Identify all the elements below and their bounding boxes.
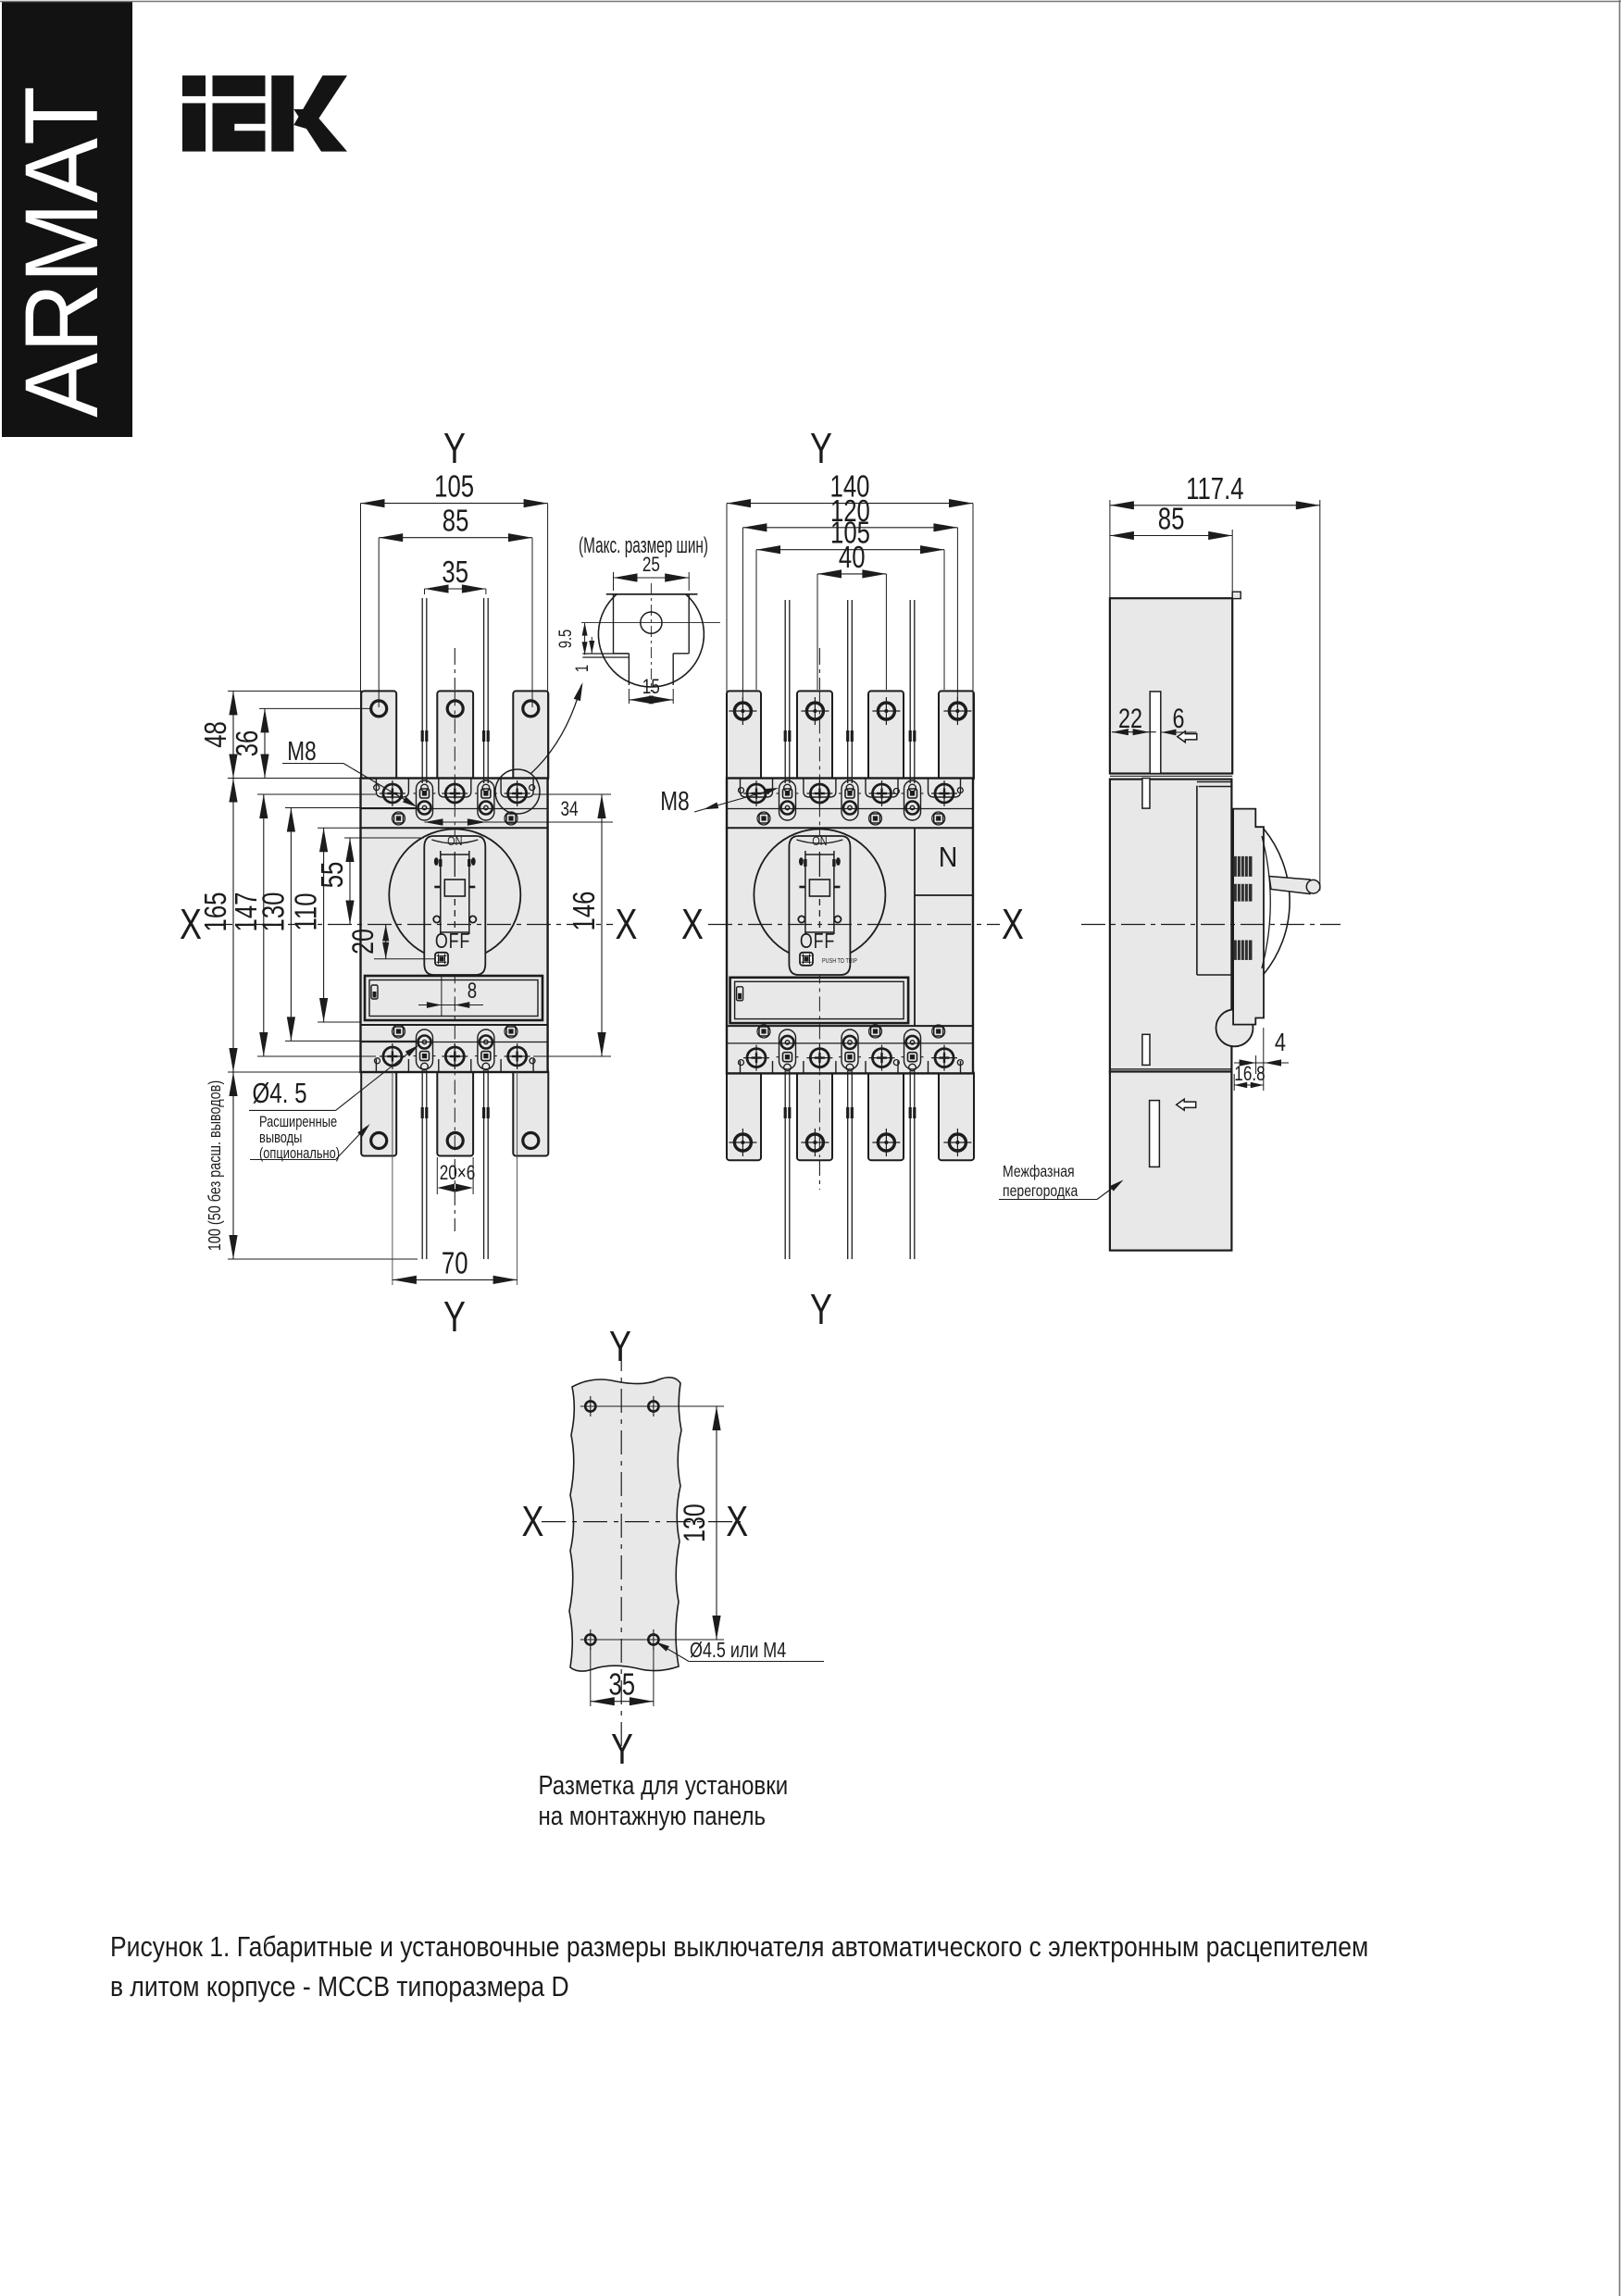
svg-text:N: N xyxy=(939,842,958,873)
svg-text:ON: ON xyxy=(812,834,827,849)
svg-text:6: 6 xyxy=(1172,703,1184,733)
svg-text:Межфазная: Межфазная xyxy=(1003,1162,1075,1180)
svg-text:8: 8 xyxy=(468,979,477,1004)
svg-text:Рисунок 1. Габаритные и устано: Рисунок 1. Габаритные и установочные раз… xyxy=(110,1931,1368,1963)
svg-text:36: 36 xyxy=(231,730,265,757)
svg-text:117.4: 117.4 xyxy=(1186,472,1243,506)
svg-text:48: 48 xyxy=(199,721,233,748)
svg-text:130: 130 xyxy=(256,892,291,932)
svg-text:X: X xyxy=(1002,901,1024,948)
svg-text:130: 130 xyxy=(679,1504,712,1542)
svg-text:Ø4. 5: Ø4. 5 xyxy=(252,1077,306,1109)
svg-text:120: 120 xyxy=(830,494,870,529)
svg-text:выводы: выводы xyxy=(259,1130,302,1147)
svg-text:100 (50 без расш. выводов): 100 (50 без расш. выводов) xyxy=(205,1080,224,1251)
svg-text:(Макс. размер шин): (Макс. размер шин) xyxy=(579,534,708,558)
svg-text:Y: Y xyxy=(443,425,466,472)
svg-text:в литом корпусе - MCCB типораз: в литом корпусе - MCCB типоразмера D xyxy=(110,1971,569,2003)
svg-text:перегородка: перегородка xyxy=(1003,1181,1078,1200)
svg-text:Y: Y xyxy=(810,425,832,472)
svg-text:25: 25 xyxy=(642,554,660,577)
svg-text:40: 40 xyxy=(839,541,866,575)
svg-text:35: 35 xyxy=(442,555,468,590)
svg-text:1: 1 xyxy=(572,665,592,672)
svg-text:Разметка для установки: Разметка для установки xyxy=(539,1770,789,1801)
svg-text:20: 20 xyxy=(347,929,380,955)
svg-text:20×6: 20×6 xyxy=(440,1162,476,1185)
svg-text:Y: Y xyxy=(609,1323,631,1370)
svg-text:70: 70 xyxy=(442,1246,468,1280)
svg-text:X: X xyxy=(180,901,202,948)
svg-text:140: 140 xyxy=(830,470,870,505)
svg-text:(опционально): (опционально) xyxy=(259,1146,340,1163)
svg-text:Y: Y xyxy=(611,1726,633,1773)
svg-text:Расширенные: Расширенные xyxy=(259,1115,337,1131)
svg-text:X: X xyxy=(616,901,638,948)
svg-text:PUSH TO TRIP: PUSH TO TRIP xyxy=(822,957,857,965)
svg-text:M8: M8 xyxy=(287,735,316,766)
svg-text:ON: ON xyxy=(447,834,462,849)
svg-text:35: 35 xyxy=(608,1668,635,1703)
svg-text:Y: Y xyxy=(810,1286,832,1333)
svg-text:55: 55 xyxy=(316,862,350,889)
svg-text:X: X xyxy=(681,901,704,948)
svg-text:85: 85 xyxy=(443,505,469,539)
svg-text:105: 105 xyxy=(830,517,870,551)
svg-text:105: 105 xyxy=(434,470,474,505)
svg-text:X: X xyxy=(522,1498,544,1545)
svg-text:15: 15 xyxy=(642,676,660,699)
svg-text:110: 110 xyxy=(290,892,324,930)
svg-text:M8: M8 xyxy=(660,785,689,816)
svg-text:Ø4.5 или М4: Ø4.5 или М4 xyxy=(690,1639,786,1663)
svg-text:34: 34 xyxy=(560,798,578,821)
svg-text:4: 4 xyxy=(1275,1028,1286,1056)
svg-text:9.5: 9.5 xyxy=(555,630,575,649)
svg-text:на монтажную панель: на монтажную панель xyxy=(539,1801,767,1831)
svg-text:OFF: OFF xyxy=(800,930,835,954)
svg-text:147: 147 xyxy=(230,892,264,932)
svg-text:165: 165 xyxy=(199,892,233,932)
svg-text:ARMAT: ARMAT xyxy=(4,86,119,418)
svg-text:Y: Y xyxy=(443,1293,466,1341)
svg-text:85: 85 xyxy=(1158,503,1185,537)
svg-text:16.8: 16.8 xyxy=(1234,1063,1265,1086)
svg-text:OFF: OFF xyxy=(435,930,470,954)
svg-text:X: X xyxy=(726,1498,748,1545)
svg-text:22: 22 xyxy=(1118,703,1142,733)
